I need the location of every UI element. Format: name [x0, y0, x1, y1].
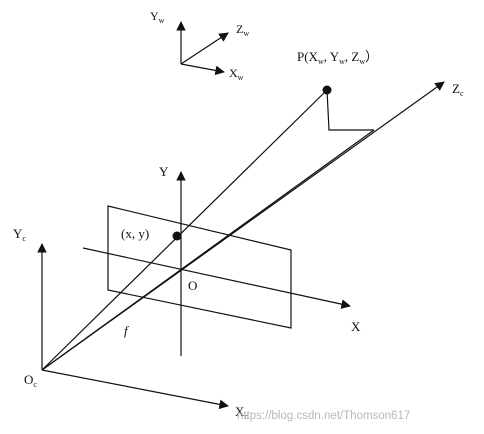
watermark: https://blog.csdn.net/Thomson617 — [237, 410, 410, 422]
camera-y-label: Yc — [13, 226, 26, 243]
image-x-axis — [82, 247, 351, 309]
image-origin-label: O — [188, 278, 197, 293]
camera-x-axis — [41, 369, 229, 410]
projection-ray — [41, 89, 328, 371]
world-point-dot — [322, 85, 332, 95]
camera-frame: Zc Yc Oc Xc — [13, 81, 464, 421]
focal-length-label: f — [124, 323, 130, 338]
world-z-axis — [180, 32, 229, 65]
offset-ray — [41, 129, 375, 371]
point-perpendicular — [326, 89, 374, 131]
world-x-axis — [180, 63, 225, 76]
image-point-dot — [172, 231, 182, 241]
camera-x-label: Xc — [235, 404, 248, 421]
camera-z-label: Zc — [452, 81, 464, 98]
image-y-label: Y — [159, 164, 169, 179]
point-p-label: P(Xw, Yw, Zw） — [297, 49, 378, 66]
image-point-label: (x, y) — [121, 226, 149, 241]
image-x-label: X — [351, 319, 361, 334]
image-plane: Y X O (x, y) f — [82, 164, 361, 356]
world-y-label: Yw — [150, 9, 165, 25]
world-frame: Yw Zw Xw — [150, 9, 249, 82]
image-plane-rect — [107, 205, 292, 329]
world-x-label: Xw — [229, 66, 244, 82]
camera-origin-label: Oc — [24, 372, 37, 389]
world-z-label: Zw — [236, 22, 249, 38]
